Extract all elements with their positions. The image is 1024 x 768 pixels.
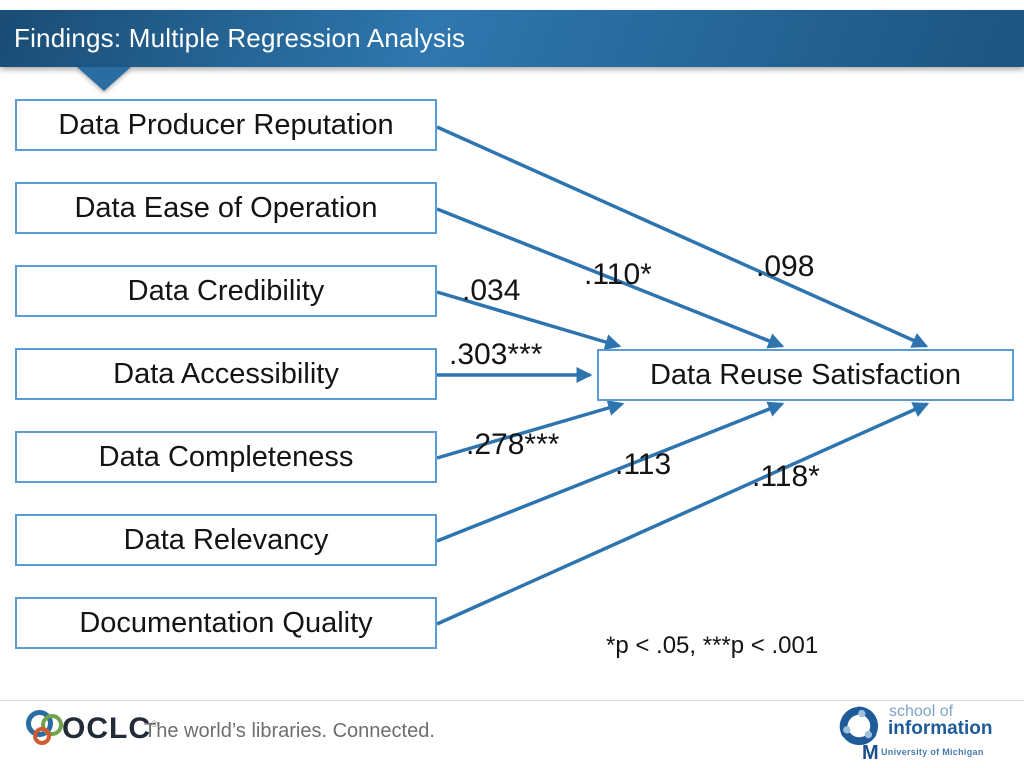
- predictor-box-data-completeness: Data Completeness: [15, 431, 437, 483]
- predictor-label: Data Relevancy: [123, 523, 329, 556]
- predictor-box-data-relevancy: Data Relevancy: [15, 514, 437, 566]
- predictor-box-documentation-quality: Documentation Quality: [15, 597, 437, 649]
- predictor-box-data-producer-reputation: Data Producer Reputation: [15, 99, 437, 151]
- header-pointer-triangle: [77, 67, 131, 91]
- arrow-producer-reputation: [436, 125, 929, 348]
- predictor-label: Documentation Quality: [79, 606, 373, 639]
- oclc-green-ring-icon: [41, 714, 63, 736]
- arrow-relevancy: [436, 401, 785, 543]
- slide-header: Findings: Multiple Regression Analysis: [0, 10, 1024, 67]
- predictor-label: Data Completeness: [98, 440, 354, 473]
- oclc-logo-icon: [26, 708, 66, 754]
- oclc-wordmark: OCLC®: [62, 712, 159, 746]
- umsi-school-of-text: school of: [889, 703, 954, 720]
- predictor-label: Data Ease of Operation: [74, 191, 378, 224]
- predictor-box-data-ease-of-operation: Data Ease of Operation: [15, 182, 437, 234]
- predictor-label: Data Credibility: [127, 274, 325, 307]
- oclc-name: OCLC: [62, 712, 151, 745]
- oclc-orange-ring-icon: [33, 727, 51, 745]
- umsi-university-text: University of Michigan: [881, 747, 984, 757]
- oclc-trademark: ®: [151, 719, 159, 729]
- coefficient-credibility: .034: [462, 274, 521, 307]
- oclc-tagline: The world’s libraries. Connected.: [144, 720, 435, 742]
- footer-divider: [0, 700, 1024, 701]
- significance-footnote: *p < .05, ***p < .001: [606, 632, 819, 659]
- predictor-label: Data Producer Reputation: [58, 108, 394, 141]
- outcome-box-data-reuse-satisfaction: Data Reuse Satisfaction: [597, 349, 1014, 401]
- michigan-block-m-icon: M: [862, 742, 879, 764]
- coefficient-accessibility: .303***: [449, 338, 543, 371]
- coefficient-documentation-quality: .118*: [752, 460, 820, 493]
- coefficient-producer-reputation: .098: [756, 250, 815, 283]
- umsi-triskelion-icon: [839, 706, 878, 746]
- slide-title: Findings: Multiple Regression Analysis: [14, 23, 466, 53]
- coefficient-relevancy: .113: [615, 448, 672, 481]
- coefficient-completeness: .278***: [466, 428, 560, 461]
- predictor-label: Data Accessibility: [113, 357, 339, 390]
- predictor-box-data-credibility: Data Credibility: [15, 265, 437, 317]
- predictor-box-data-accessibility: Data Accessibility: [15, 348, 437, 400]
- umsi-information-text: information: [888, 718, 993, 739]
- coefficient-ease-of-operation: .110*: [584, 258, 652, 291]
- outcome-label: Data Reuse Satisfaction: [649, 358, 962, 391]
